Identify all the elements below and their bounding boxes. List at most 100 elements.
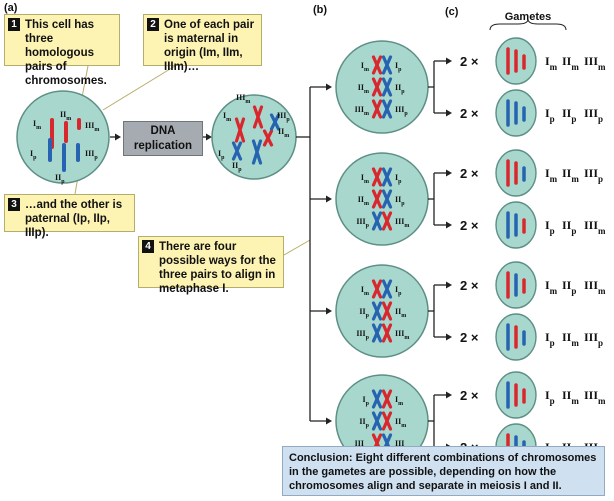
chromosome-align-1-right-2	[381, 99, 393, 119]
gamete-2-label-2: IIIp	[584, 106, 603, 124]
chromosome-align-3-right-2	[381, 323, 393, 343]
chromosome-align-1-left-2	[371, 99, 383, 119]
gamete-2-label-1: IIp	[562, 106, 576, 124]
arrow-gamete-4-head	[446, 221, 452, 229]
gamete-1-label-1: IIm	[562, 54, 579, 72]
callout-number-3: 3	[8, 198, 20, 211]
gamete-5-label-1: IIp	[562, 278, 576, 296]
dna-replication-box: DNA replication	[123, 121, 203, 156]
arrow-to-alignment-2-head	[326, 195, 332, 203]
chromosome-align-4-left-1	[371, 411, 383, 431]
callout-4: 4 There are four possible ways for the t…	[138, 236, 284, 295]
label-a-IIIm: IIIm	[85, 121, 99, 133]
arrow-gamete-3-head	[446, 169, 452, 177]
chromosome-rep-Im	[234, 117, 246, 143]
label-align-3-right-2: IIIm	[395, 329, 409, 341]
callout-text-4: There are four possible ways for the thr…	[159, 241, 276, 295]
label-align-1-right-2: IIIp	[395, 105, 408, 117]
arrow-gamete-5-head	[446, 281, 452, 289]
gamete-6-label-2: IIIp	[584, 330, 603, 348]
arrow-gamete-6-head	[446, 333, 452, 341]
panel-label-a: (a)	[4, 2, 18, 14]
gametes-header: Gametes	[505, 11, 551, 23]
callout-2: 2 One of each pair is maternal in origin…	[143, 14, 262, 73]
gamete-3-label-2: IIIp	[584, 166, 603, 184]
arrow-gamete-1-head	[446, 57, 452, 65]
gamete-multiplier-6: 2 ×	[460, 330, 479, 345]
chromosome-align-3-right-1	[381, 301, 393, 321]
label-align-2-left-2: IIIp	[356, 217, 369, 229]
label-align-1-left-0: Im	[361, 61, 369, 73]
label-align-2-right-0: Ip	[395, 173, 402, 185]
gamete-multiplier-3: 2 ×	[460, 166, 479, 181]
label-align-1-left-1: IIm	[358, 83, 369, 95]
label-rep-Im: Im	[223, 111, 231, 123]
chromosome-align-2-right-2	[381, 211, 393, 231]
gamete-multiplier-1: 2 ×	[460, 54, 479, 69]
label-align-3-right-1: IIm	[395, 307, 406, 319]
gametes-bracket	[489, 18, 567, 31]
chromosome-align-2-right-0	[381, 167, 393, 187]
chromosome-align-1-right-0	[381, 55, 393, 75]
arrow-to-alignment-3-head	[326, 307, 332, 315]
arrow-gamete-2-head	[446, 109, 452, 117]
gamete-1-label-2: IIIm	[584, 54, 606, 72]
label-a-IIm: IIm	[60, 110, 71, 122]
label-a-Im: Im	[33, 119, 41, 131]
label-align-3-right-0: Ip	[395, 285, 402, 297]
label-align-2-left-1: IIm	[358, 195, 369, 207]
label-align-4-left-0: Ip	[363, 395, 370, 407]
conclusion-box: Conclusion: Eight different combinations…	[282, 446, 605, 496]
callout-text-3: …and the other is paternal (Ip, IIp, III…	[25, 199, 123, 239]
gamete-4-label-0: Ip	[545, 218, 555, 236]
label-a-Ip: Ip	[30, 149, 37, 161]
label-align-2-right-2: IIIm	[395, 217, 409, 229]
gamete-multiplier-7: 2 ×	[460, 388, 479, 403]
label-rep-IIIm: IIIm	[236, 93, 250, 105]
gamete-multiplier-5: 2 ×	[460, 278, 479, 293]
label-align-2-right-1: IIp	[395, 195, 405, 207]
gamete-multiplier-4: 2 ×	[460, 218, 479, 233]
label-rep-IIp: IIp	[232, 161, 242, 173]
callout-number-4: 4	[142, 240, 154, 253]
chromosome-rep-IIp	[251, 139, 263, 165]
conclusion-label: Conclusion:	[289, 452, 353, 464]
chromosome-rep-Ip	[231, 141, 243, 161]
chromosome-align-3-right-0	[381, 279, 393, 299]
callout-text-1: This cell has three homologous pairs of …	[25, 19, 107, 87]
arrow-from-replication-head	[206, 133, 212, 141]
gamete-7-label-1: IIm	[562, 388, 579, 406]
label-a-IIp: IIp	[55, 173, 65, 185]
panel-label-b: (b)	[313, 4, 328, 16]
arrow-to-alignment-4-head	[326, 417, 332, 425]
gamete-5-label-2: IIIm	[584, 278, 606, 296]
callout-3: 3 …and the other is paternal (Ip, IIp, I…	[4, 194, 135, 239]
gamete-7-label-0: Ip	[545, 388, 555, 406]
arrow-to-alignment-1-head	[326, 83, 332, 91]
label-align-4-right-1: IIm	[395, 417, 406, 429]
arrow-to-replication-head	[115, 133, 121, 141]
cell-metaphase-3	[335, 264, 429, 358]
label-align-1-right-1: IIp	[395, 83, 405, 95]
chromosome-rep-IIm	[252, 105, 264, 129]
gamete-3-label-1: IIm	[562, 166, 579, 184]
chromosome-align-2-left-0	[371, 167, 383, 187]
chromosome-align-1-left-1	[371, 77, 383, 97]
chromosome-align-4-right-1	[381, 411, 393, 431]
callout-2-pointer	[102, 65, 176, 111]
label-rep-Ip: Ip	[218, 149, 225, 161]
gamete-3-label-0: Im	[545, 166, 558, 184]
label-align-3-left-1: IIp	[359, 307, 369, 319]
cell-original	[16, 90, 110, 184]
callout-4-pointer	[283, 239, 311, 256]
callout-1: 1 This cell has three homologous pairs o…	[4, 14, 120, 87]
chromosome-align-2-left-1	[371, 189, 383, 209]
chromosome-rep-IIIm	[262, 129, 274, 147]
label-align-3-left-0: Im	[361, 285, 369, 297]
gamete-2-label-0: Ip	[545, 106, 555, 124]
label-align-2-left-0: Im	[361, 173, 369, 185]
label-rep-IIm: IIm	[278, 127, 289, 139]
arrow-gamete-7-head	[446, 391, 452, 399]
